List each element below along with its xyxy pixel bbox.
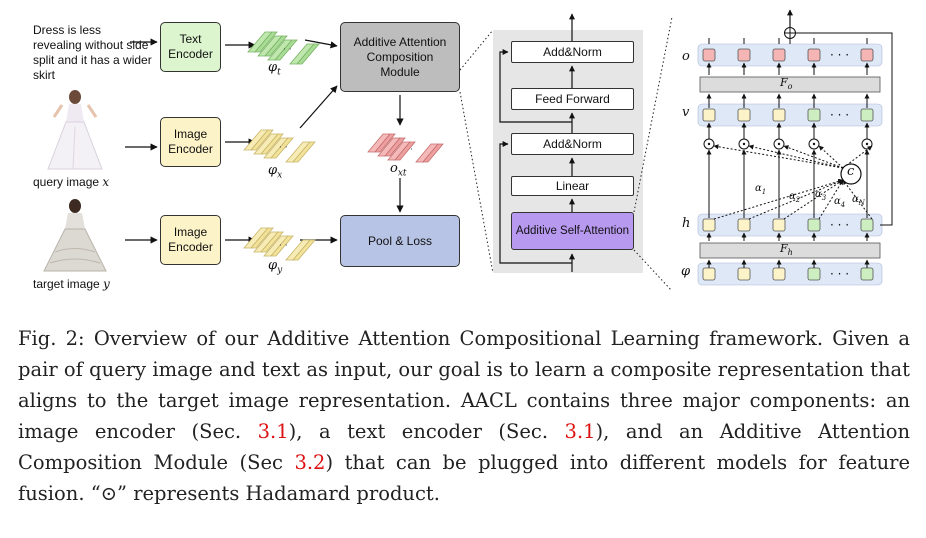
input-arrows — [125, 38, 404, 244]
row-phi-token-4 — [807, 267, 821, 281]
F-h-label: Fh — [780, 242, 793, 258]
diagram-graphics: · · · · · · — [125, 9, 893, 292]
row-h-token-1 — [702, 218, 716, 232]
row-v-token-3 — [772, 108, 786, 122]
row-o-token-2 — [737, 48, 751, 62]
figure-overview: Dress is less revealing without side spl… — [33, 9, 893, 292]
row-phi-token-3 — [772, 267, 786, 281]
row-phi: · · · — [697, 262, 883, 286]
phi-y-stack: · · — [243, 227, 316, 261]
o-xt-stack: · — [367, 133, 444, 163]
phi-t-label: φt — [268, 60, 281, 78]
row-o-ellipsis: · · · — [830, 48, 849, 62]
o-xt-label: oxt — [390, 161, 407, 179]
row-h: · · · — [697, 213, 883, 237]
row-phi-token-2 — [737, 267, 751, 281]
row-h-token-4 — [807, 218, 821, 232]
phi-x-label: φx — [268, 163, 283, 181]
alpha-2: α2 — [789, 191, 801, 204]
alpha-1: α1 — [755, 183, 767, 196]
figure-caption: Fig. 2: Overview of our Additive Attenti… — [18, 327, 911, 505]
transformer-arrows — [499, 13, 575, 272]
row-label-v: v — [682, 105, 690, 120]
svg-text:· ·: · · — [279, 143, 288, 153]
row-h-token-5 — [860, 218, 874, 232]
pool-loss-box: Pool & Loss — [340, 215, 460, 267]
alpha-N: αN — [852, 194, 865, 207]
add-norm-top-box: Add&Norm — [511, 41, 634, 63]
attention-arrows — [703, 38, 873, 268]
alpha-4: α4 — [834, 196, 846, 209]
row-label-h: h — [682, 216, 691, 231]
row-phi-token-1 — [702, 267, 716, 281]
feed-forward-box: Feed Forward — [511, 88, 634, 110]
aacm-box: Additive Attention Composition Module — [340, 22, 460, 92]
row-h-ellipsis: · · · — [830, 218, 849, 232]
row-v-token-4 — [807, 108, 821, 122]
context-label: c — [847, 164, 855, 179]
row-v-token-1 — [702, 108, 716, 122]
section-ref-2[interactable]: 3.1 — [564, 420, 596, 443]
query-image-label: query image x — [33, 175, 110, 189]
phi-x-stack: · · — [243, 129, 316, 163]
phi-t-stack: · · — [247, 31, 320, 65]
token-rows: · · · · · · · · · · · · — [697, 43, 883, 286]
target-image-label: target image y — [33, 277, 110, 291]
row-v: · · · — [697, 103, 883, 127]
row-v-token-5 — [860, 108, 874, 122]
linear-box: Linear — [511, 176, 634, 196]
additive-self-attention-box: Additive Self-Attention — [511, 212, 634, 250]
svg-text:· ·: · · — [283, 45, 292, 55]
row-label-o: o — [682, 49, 690, 64]
F-o-label: Fo — [780, 76, 793, 92]
row-phi-token-5 — [860, 267, 874, 281]
query-image — [40, 87, 110, 172]
row-o-token-4 — [807, 48, 821, 62]
image-encoder-target-box: Image Encoder — [160, 215, 221, 265]
section-ref-3[interactable]: 3.2 — [294, 451, 326, 474]
query-text: Dress is less revealing without side spl… — [33, 23, 152, 82]
section-ref-1[interactable]: 3.1 — [257, 420, 289, 443]
alpha-3: α3 — [815, 189, 827, 202]
row-h-token-3 — [772, 218, 786, 232]
row-v-token-2 — [737, 108, 751, 122]
zoom-lines — [459, 16, 673, 292]
row-v-ellipsis: · · · — [830, 108, 849, 122]
row-o: · · · — [697, 43, 883, 67]
row-o-token-5 — [860, 48, 874, 62]
row-label-phi: φ — [681, 264, 691, 279]
add-norm-mid-box: Add&Norm — [511, 133, 634, 155]
phi-y-label: φy — [268, 258, 283, 276]
svg-text:·: · — [410, 145, 413, 155]
row-phi-ellipsis: · · · — [830, 267, 849, 281]
svg-text:· ·: · · — [279, 241, 288, 251]
image-encoder-query-box: Image Encoder — [160, 117, 221, 167]
target-image — [40, 197, 110, 275]
row-o-token-3 — [772, 48, 786, 62]
row-o-token-1 — [702, 48, 716, 62]
text-encoder-box: Text Encoder — [160, 22, 221, 72]
row-h-token-2 — [737, 218, 751, 232]
